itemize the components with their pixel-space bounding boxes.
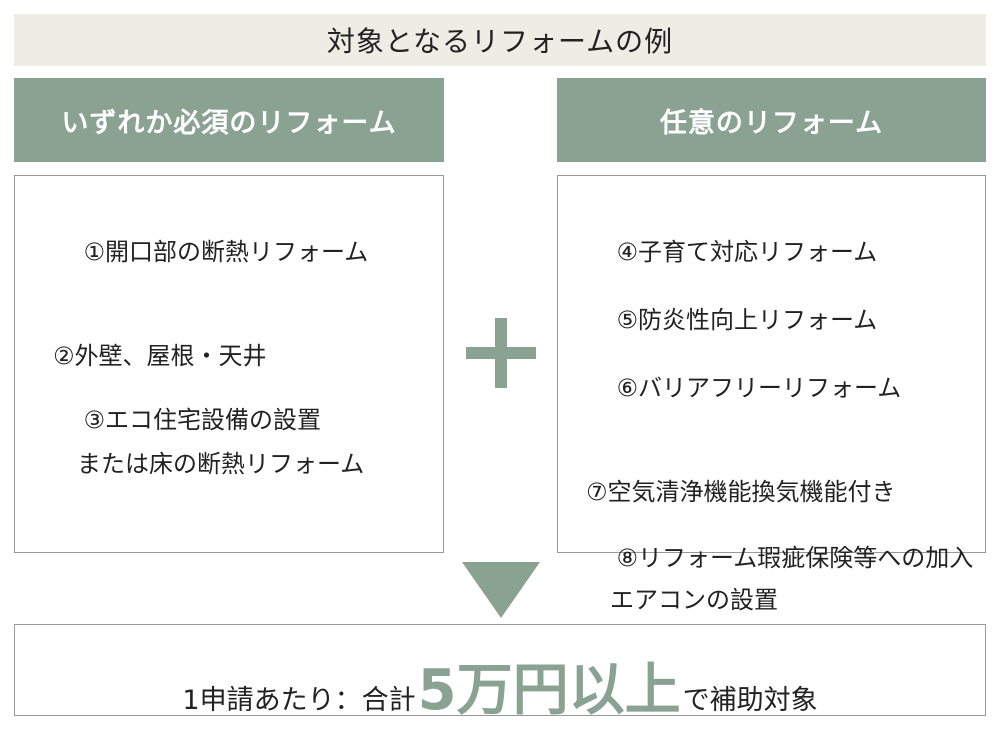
optional-item-4-text: ④子育て対応リフォーム [616,238,878,266]
optional-item-8-text: ⑧リフォーム瑕疵保険等への加入 [616,544,974,572]
required-box: ①開口部の断熱リフォーム ②外壁、屋根・天井 または床の断熱リフォーム ③エコ住… [14,175,444,553]
diagram-title: 対象となるリフォームの例 [326,25,674,58]
optional-header-label: 任意のリフォーム [659,107,884,139]
required-item-1: ①開口部の断熱リフォーム [53,198,369,306]
optional-item-7-line2: エアコンの設置 [586,586,778,614]
optional-item-4: ④子育て対応リフォーム [586,198,878,306]
required-item-3: ③エコ住宅設備の設置 [53,366,322,474]
optional-item-8: ⑧リフォーム瑕疵保険等への加入 [586,504,974,612]
result-prefix: 1申請あたり：合計 [182,685,416,716]
optional-item-6-text: ⑥バリアフリーリフォーム [616,374,902,402]
required-header: いずれか必須のリフォーム [14,78,444,162]
optional-box: ④子育て対応リフォーム ⑤防炎性向上リフォーム ⑥バリアフリーリフォーム ⑦空気… [557,175,986,614]
required-item-1-text: ①開口部の断熱リフォーム [83,238,369,266]
optional-item-5: ⑤防炎性向上リフォーム [586,266,878,374]
plus-icon [466,318,536,388]
required-item-2-line2: または床の断熱リフォーム [53,450,365,478]
required-item-2-line1: ②外壁、屋根・天井 [53,342,267,370]
optional-header: 任意のリフォーム [557,78,986,162]
optional-item-6: ⑥バリアフリーリフォーム [586,334,902,442]
result-box: 1申請あたり：合計 5万円以上 で補助対象 [14,624,986,723]
required-header-label: いずれか必須のリフォーム [61,107,397,139]
down-triangle-icon [462,562,540,618]
optional-item-7-line1: ⑦空気清浄機能換気機能付き [586,478,896,506]
result-suffix: で補助対象 [682,685,818,716]
plus-bar-vertical [495,318,507,388]
optional-item-7: ⑦空気清浄機能換気機能付き エアコンの設置 [586,402,896,690]
optional-item-5-text: ⑤防炎性向上リフォーム [616,306,878,334]
required-item-3-text: ③エコ住宅設備の設置 [83,406,322,434]
title-bar: 対象となるリフォームの例 [14,14,986,66]
result-amount: 5万円以上 [417,658,681,723]
required-item-2: ②外壁、屋根・天井 または床の断熱リフォーム [53,266,364,554]
